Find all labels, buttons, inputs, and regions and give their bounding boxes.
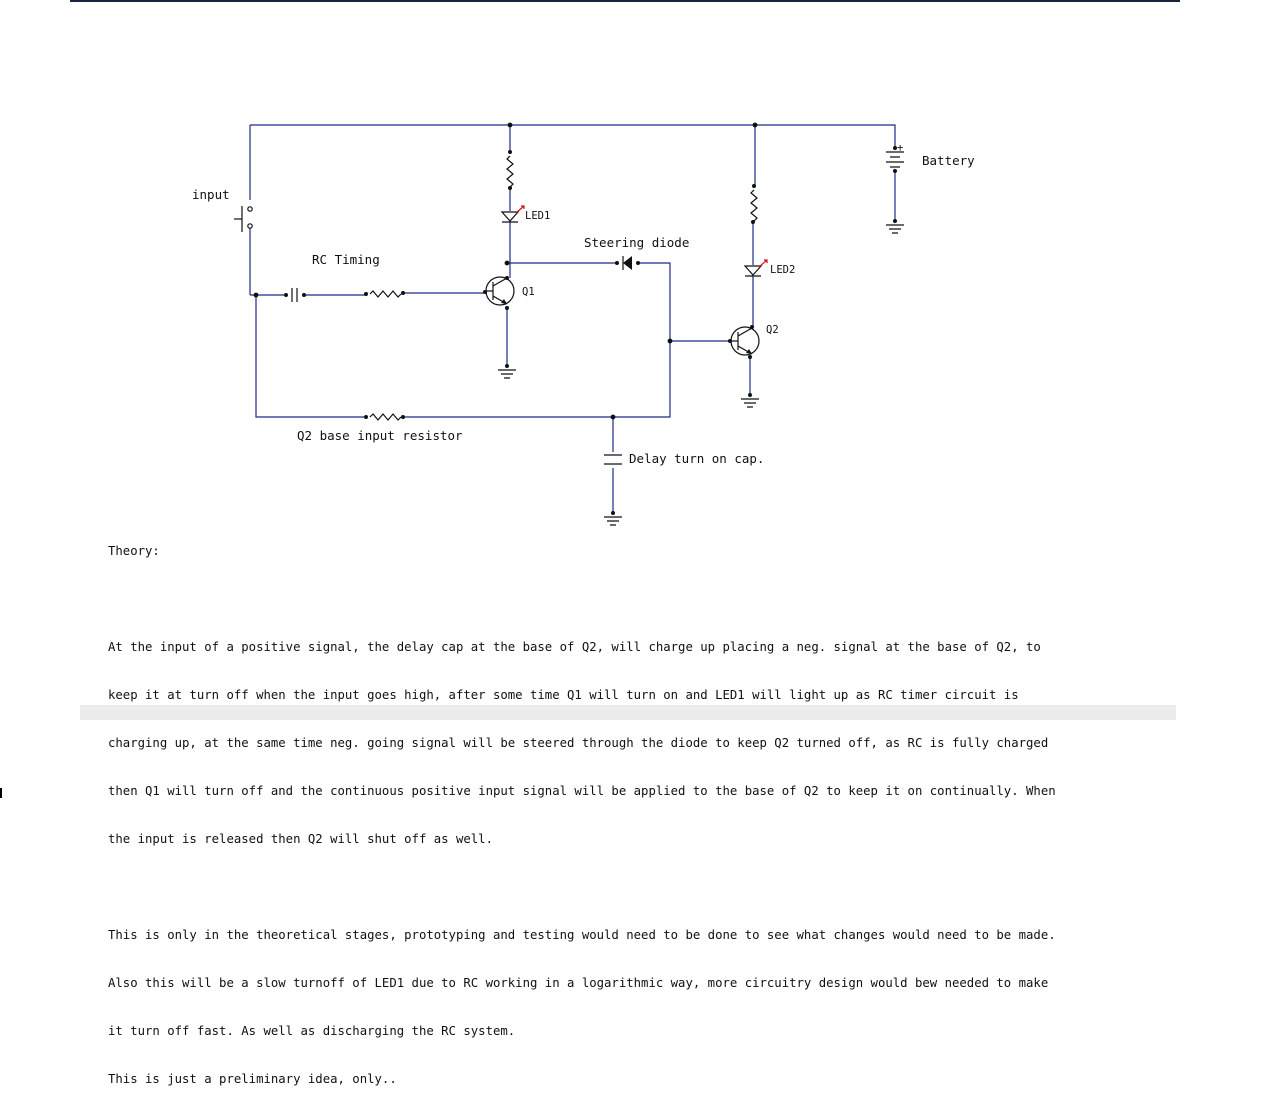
theory-paragraph-1-line: then Q1 will turn off and the continuous… xyxy=(108,784,1056,798)
rc-timing-resistor: RC Timing xyxy=(312,252,405,298)
wires xyxy=(249,124,896,513)
junction-dot xyxy=(667,338,673,344)
top-supply-rail xyxy=(250,124,896,148)
ground-symbol-q1 xyxy=(498,364,516,379)
q2-base-input-resistor: Q2 base input resistor xyxy=(297,413,463,443)
theory-paragraph-1-line: charging up, at the same time neg. going… xyxy=(108,736,1049,750)
junction-dot xyxy=(752,122,758,128)
theory-paragraph-2-line: This is just a preliminary idea, only.. xyxy=(108,1072,397,1086)
steering-diode-label: Steering diode xyxy=(584,235,689,250)
q1-transistor: Q1 xyxy=(483,276,535,310)
ground-symbol-q2 xyxy=(741,393,759,408)
theory-paragraph-2-line: Also this will be a slow turnoff of LED1… xyxy=(108,976,1049,990)
theory-paragraph-1-line: At the input of a positive signal, the d… xyxy=(108,640,1041,654)
lower-right-wire xyxy=(403,262,671,418)
junction-dot xyxy=(507,122,513,128)
battery-plus-sign: + xyxy=(897,142,903,154)
q2-label: Q2 xyxy=(766,324,779,336)
junction-dot xyxy=(610,414,616,420)
theory-paragraph-1-line: the input is released then Q2 will shut … xyxy=(108,832,493,846)
theory-paragraph-2-line: it turn off fast. As well as discharging… xyxy=(108,1024,516,1038)
delay-cap-label: Delay turn on cap. xyxy=(629,451,764,466)
rc-timing-label: RC Timing xyxy=(312,252,380,267)
junction-dots xyxy=(253,122,758,420)
steering-diode: Steering diode xyxy=(584,235,689,270)
delay-capacitor: Delay turn on cap. xyxy=(604,451,764,466)
circuit-schematic: input RC Timing LED1 Q1 xyxy=(192,122,975,526)
theory-section: Theory: At the input of a positive signa… xyxy=(108,511,1188,1103)
theory-heading: Theory: xyxy=(108,544,160,558)
ground-symbol-battery xyxy=(886,219,904,234)
input-switch: input xyxy=(192,187,253,232)
led1-label: LED1 xyxy=(525,210,550,222)
theory-paragraph-1-line: keep it at turn off when the input goes … xyxy=(108,688,1019,702)
led1: LED1 xyxy=(500,205,550,223)
window-top-border xyxy=(70,0,1180,2)
q2-transistor: Q2 xyxy=(728,324,779,359)
q2-base-resistor-label: Q2 base input resistor xyxy=(297,428,463,443)
rc-timing-capacitor xyxy=(284,288,306,302)
led2-label: LED2 xyxy=(770,264,795,276)
input-label: input xyxy=(192,187,230,202)
junction-dot xyxy=(504,260,510,266)
corner-mark xyxy=(0,788,2,798)
bottom-scroll-strip xyxy=(80,705,1176,720)
theory-paragraph-2-line: This is only in the theoretical stages, … xyxy=(108,928,1056,942)
led2: LED2 xyxy=(743,259,795,277)
junction-dot xyxy=(253,292,259,298)
ground-symbol-cap xyxy=(604,511,622,526)
lower-left-wire xyxy=(255,295,366,418)
q1-label: Q1 xyxy=(522,286,535,298)
battery-label: Battery xyxy=(922,153,975,168)
r1-resistor xyxy=(506,150,514,190)
battery-symbol: + Battery xyxy=(886,142,975,173)
r2-resistor xyxy=(750,184,758,224)
